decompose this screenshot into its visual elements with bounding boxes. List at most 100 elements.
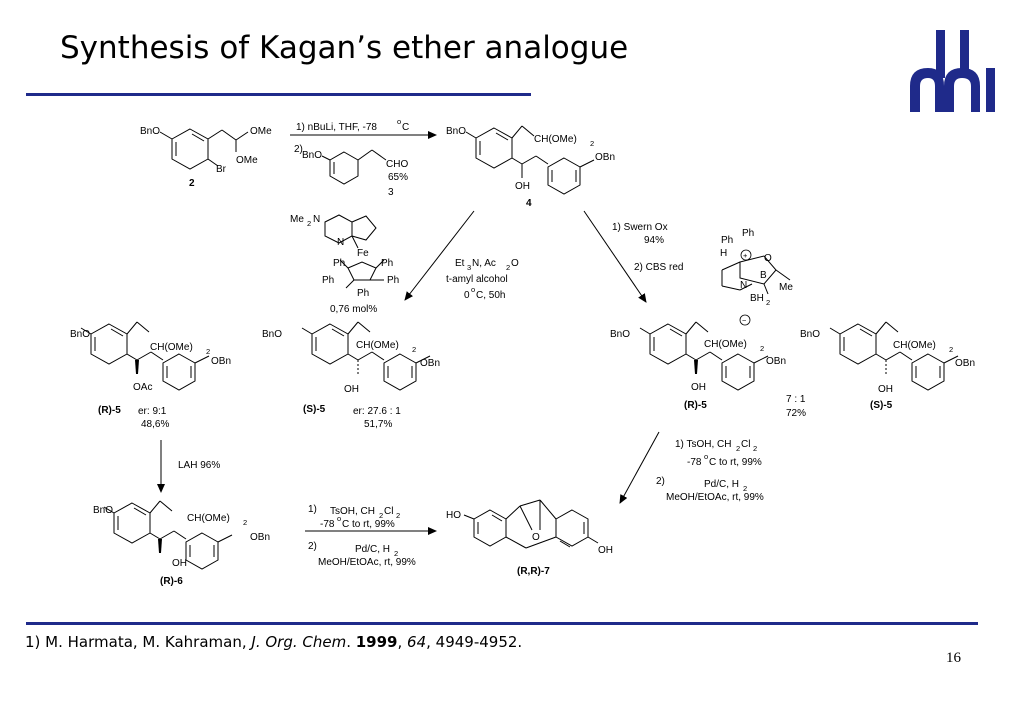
svg-text:OBn: OBn bbox=[420, 358, 440, 369]
cbs-catalyst: Ph Ph H O B N Me BH 2 + − bbox=[720, 228, 793, 326]
svg-text:CH(OMe): CH(OMe) bbox=[187, 513, 230, 524]
compound-s5-right bbox=[829, 321, 959, 391]
reaction-arrow bbox=[583, 210, 647, 303]
svg-text:o: o bbox=[471, 285, 475, 294]
svg-text:CH(OMe): CH(OMe) bbox=[356, 340, 399, 351]
svg-text:OH: OH bbox=[172, 558, 187, 569]
svg-text:Me: Me bbox=[779, 282, 793, 293]
svg-text:2: 2 bbox=[206, 347, 210, 356]
slide-title: Synthesis of Kagan’s ether analogue bbox=[60, 30, 629, 66]
svg-text:BnO: BnO bbox=[800, 329, 820, 340]
ome-label: OMe bbox=[236, 155, 258, 166]
svg-text:0,76 mol%: 0,76 mol% bbox=[330, 304, 377, 315]
svg-text:Cl: Cl bbox=[741, 439, 750, 450]
svg-text:C, 50h: C, 50h bbox=[476, 290, 505, 301]
svg-text:BnO: BnO bbox=[70, 329, 90, 340]
condition-text: 1) nBuLi, THF, -78 bbox=[296, 122, 377, 133]
svg-text:CH(OMe): CH(OMe) bbox=[893, 340, 936, 351]
svg-text:BnO: BnO bbox=[610, 329, 630, 340]
svg-text:CH(OMe): CH(OMe) bbox=[150, 342, 193, 353]
svg-text:MeOH/EtOAc, rt, 99%: MeOH/EtOAc, rt, 99% bbox=[318, 557, 416, 568]
svg-text:N, Ac: N, Ac bbox=[472, 258, 496, 269]
svg-text:o: o bbox=[337, 514, 341, 523]
svg-text:C: C bbox=[402, 122, 409, 133]
compound-4: BnO CH(OMe) 2 OBn OH 4 bbox=[446, 125, 615, 209]
svg-text:O: O bbox=[532, 532, 540, 543]
svg-text:N: N bbox=[313, 214, 320, 225]
svg-text:OAc: OAc bbox=[133, 382, 152, 393]
svg-text:BnO: BnO bbox=[302, 150, 322, 161]
compound-r6 bbox=[103, 500, 233, 570]
svg-text:BnO: BnO bbox=[262, 329, 282, 340]
svg-text:OH: OH bbox=[515, 181, 530, 192]
svg-text:t-amyl alcohol: t-amyl alcohol bbox=[446, 274, 508, 285]
svg-text:H: H bbox=[720, 248, 727, 259]
svg-text:2): 2) bbox=[656, 476, 665, 487]
svg-text:OBn: OBn bbox=[250, 532, 270, 543]
svg-text:2): 2) bbox=[294, 144, 303, 155]
svg-text:Et: Et bbox=[455, 258, 465, 269]
svg-text:2: 2 bbox=[760, 344, 764, 353]
svg-text:Ph: Ph bbox=[721, 235, 733, 246]
svg-text:1) TsOH, CH: 1) TsOH, CH bbox=[675, 439, 732, 450]
svg-text:BH: BH bbox=[750, 293, 764, 304]
svg-text:2: 2 bbox=[396, 511, 400, 520]
svg-text:2: 2 bbox=[394, 549, 398, 558]
footer-rule bbox=[26, 622, 978, 625]
svg-text:Me: Me bbox=[290, 214, 304, 225]
svg-text:HO: HO bbox=[446, 510, 461, 521]
svg-text:C to rt, 99%: C to rt, 99% bbox=[342, 519, 395, 530]
svg-text:(S)-5: (S)-5 bbox=[303, 404, 326, 415]
svg-text:Ph: Ph bbox=[742, 228, 754, 239]
svg-text:OH: OH bbox=[598, 545, 613, 556]
svg-text:MeOH/EtOAc, rt, 99%: MeOH/EtOAc, rt, 99% bbox=[666, 492, 764, 503]
compound-2: BnO OMe OMe Br 2 bbox=[140, 126, 272, 189]
br-label: Br bbox=[216, 164, 227, 175]
svg-text:CH(OMe): CH(OMe) bbox=[534, 134, 577, 145]
svg-text:OH: OH bbox=[878, 384, 893, 395]
compound-s5-left bbox=[301, 321, 431, 391]
svg-text:2: 2 bbox=[506, 263, 510, 272]
title-underline bbox=[26, 93, 531, 96]
ome-label: OMe bbox=[250, 126, 272, 137]
svg-text:Ph: Ph bbox=[333, 258, 345, 269]
svg-text:O: O bbox=[764, 253, 772, 264]
svg-text:-78: -78 bbox=[320, 519, 335, 530]
svg-text:(S)-5: (S)-5 bbox=[870, 400, 893, 411]
svg-text:2: 2 bbox=[743, 484, 747, 493]
svg-text:2: 2 bbox=[590, 139, 594, 148]
final-step-conditions: 1) TsOH, CH 2 Cl 2 -78 o C to rt, 99% 2)… bbox=[308, 504, 416, 568]
svg-text:BnO: BnO bbox=[93, 505, 113, 516]
svg-text:2: 2 bbox=[736, 444, 740, 453]
svg-text:0: 0 bbox=[464, 290, 470, 301]
svg-text:Ph: Ph bbox=[381, 258, 393, 269]
svg-text:Cl: Cl bbox=[384, 506, 393, 517]
svg-text:3: 3 bbox=[388, 187, 394, 198]
svg-text:Ph: Ph bbox=[357, 288, 369, 299]
svg-text:er: 9:1: er: 9:1 bbox=[138, 406, 167, 417]
svg-text:OBn: OBn bbox=[211, 356, 231, 367]
svg-text:OH: OH bbox=[344, 384, 359, 395]
reaction-arrow bbox=[404, 210, 475, 301]
svg-text:N: N bbox=[337, 237, 344, 248]
svg-text:1) Swern Ox: 1) Swern Ox bbox=[612, 222, 668, 233]
svg-text:OH: OH bbox=[691, 382, 706, 393]
svg-text:3: 3 bbox=[467, 263, 471, 272]
svg-text:OBn: OBn bbox=[595, 152, 615, 163]
svg-text:OBn: OBn bbox=[955, 358, 975, 369]
svg-text:CHO: CHO bbox=[386, 159, 408, 170]
svg-text:O: O bbox=[511, 258, 519, 269]
svg-text:-78: -78 bbox=[687, 457, 702, 468]
svg-text:(R,R)-7: (R,R)-7 bbox=[517, 566, 550, 577]
svg-text:CH(OMe): CH(OMe) bbox=[704, 339, 747, 350]
svg-text:er: 27.6 : 1: er: 27.6 : 1 bbox=[353, 406, 401, 417]
planar-chiral-catalyst: Me 2 N N Fe Ph Ph Ph Ph Ph 0,76 mol% bbox=[290, 214, 399, 315]
svg-text:2: 2 bbox=[243, 518, 247, 527]
svg-text:Pd/C, H: Pd/C, H bbox=[704, 479, 739, 490]
svg-text:−: − bbox=[742, 316, 747, 325]
svg-text:N: N bbox=[740, 280, 747, 291]
svg-text:(R)-5: (R)-5 bbox=[98, 405, 121, 416]
svg-text:(R)-6: (R)-6 bbox=[160, 576, 183, 587]
svg-text:OBn: OBn bbox=[766, 356, 786, 367]
svg-text:2: 2 bbox=[949, 345, 953, 354]
